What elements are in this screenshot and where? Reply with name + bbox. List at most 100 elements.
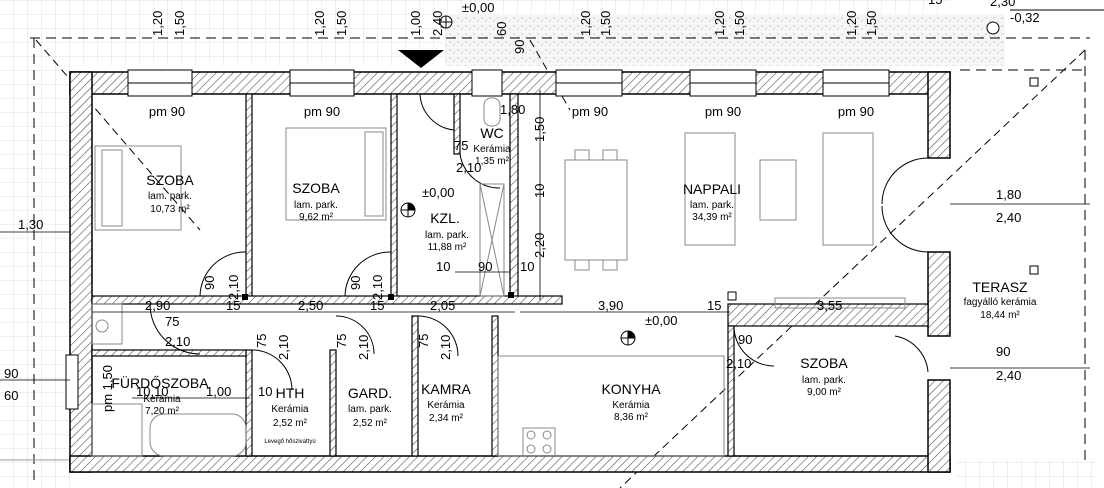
pm-label: pm 90: [838, 104, 874, 119]
svg-text:2,40: 2,40: [430, 11, 445, 36]
room-floor: lam. park.: [348, 404, 392, 415]
svg-text:10: 10: [258, 384, 272, 399]
svg-text:15: 15: [226, 298, 240, 313]
svg-text:2,10: 2,10: [165, 334, 190, 349]
pm-label: pm 90: [705, 104, 741, 119]
room-floor: Kerámia: [143, 394, 181, 405]
room-name: HTH: [276, 385, 305, 401]
svg-text:2,10: 2,10: [438, 335, 453, 360]
room-floor: Kerámia: [473, 144, 511, 155]
svg-text:10,10: 10,10: [136, 384, 169, 399]
room-name: KZL.: [430, 210, 460, 226]
svg-text:90: 90: [348, 276, 363, 290]
furniture: [91, 97, 906, 457]
svg-text:1,50: 1,50: [598, 11, 613, 36]
svg-text:75: 75: [165, 314, 179, 329]
level-top: ±0,00: [462, 0, 494, 15]
north-arrow-icon: [398, 50, 444, 68]
bed-2-icon: [285, 127, 387, 221]
level-ext: -0,32: [1010, 10, 1040, 25]
room-name: KONYHA: [601, 381, 661, 397]
svg-text:75: 75: [454, 138, 468, 153]
svg-text:90: 90: [512, 40, 527, 54]
room-name: GARD.: [348, 385, 392, 401]
svg-text:1,20: 1,20: [578, 11, 593, 36]
svg-text:60: 60: [494, 22, 509, 36]
svg-text:2,20: 2,20: [532, 233, 547, 258]
svg-text:1,00: 1,00: [206, 384, 231, 399]
stove-icon: [522, 427, 556, 457]
room-area: 8,36 m²: [614, 412, 649, 423]
windows: [65, 69, 890, 410]
svg-text:2,10: 2,10: [276, 335, 291, 360]
svg-text:2,10: 2,10: [370, 275, 385, 300]
svg-text:pm 1,50: pm 1,50: [100, 365, 115, 412]
room-floor: lam. park.: [802, 375, 846, 386]
svg-text:10: 10: [520, 259, 534, 274]
room-area: 9,62 m²: [299, 212, 334, 223]
svg-text:2,90: 2,90: [145, 298, 170, 313]
dim-top-right: 2,30: [990, 0, 1015, 9]
svg-text:1,20: 1,20: [312, 11, 327, 36]
svg-text:1,50: 1,50: [334, 11, 349, 36]
room-floor: lam. park.: [425, 230, 469, 241]
pm-label: pm 90: [304, 104, 340, 119]
dining-table-icon: [564, 159, 628, 261]
sofa-1-icon: [684, 132, 736, 246]
svg-text:90: 90: [202, 276, 217, 290]
svg-text:1,50: 1,50: [864, 11, 879, 36]
svg-text:90: 90: [478, 259, 492, 274]
room-area: 10,73 m²: [150, 204, 190, 215]
svg-text:2,40: 2,40: [996, 210, 1021, 225]
svg-text:2,10: 2,10: [226, 275, 241, 300]
pm-label: pm 90: [149, 104, 185, 119]
room-name: SZOBA: [800, 355, 848, 371]
svg-text:75: 75: [334, 334, 349, 348]
dim-top-right2: 15: [928, 0, 942, 7]
room-floor: Kerámia: [612, 400, 650, 411]
room-area: 18,44 m²: [980, 310, 1020, 321]
svg-text:2,05: 2,05: [430, 298, 455, 313]
level-center: ±0,00: [645, 313, 677, 328]
room-area: 34,39 m²: [692, 212, 732, 223]
svg-text:1,80: 1,80: [996, 187, 1021, 202]
room-area: 1,35 m²: [475, 156, 510, 167]
svg-text:2,40: 2,40: [996, 368, 1021, 383]
room-labels: SZOBA lam. park. 10,73 m² SZOBA lam. par…: [111, 125, 1036, 429]
pm-label: pm 90: [572, 104, 608, 119]
room-area: 11,88 m²: [428, 242, 467, 253]
svg-text:10: 10: [436, 259, 450, 274]
svg-text:90: 90: [4, 366, 18, 381]
top-dimensions: 1,20 1,50 1,20 1,50 1,00 2,40 60 1,20 1,…: [150, 11, 879, 36]
svg-text:75: 75: [254, 334, 269, 348]
room-name: SZOBA: [292, 180, 340, 196]
svg-text:60: 60: [4, 388, 18, 403]
heat-pump-label: Levegő hőszivattyú: [264, 439, 315, 445]
room-floor: lam. park.: [690, 200, 734, 211]
svg-text:2,50: 2,50: [298, 298, 323, 313]
svg-text:1,80: 1,80: [500, 102, 525, 117]
toilet-icon: [483, 97, 501, 127]
svg-text:1,20: 1,20: [844, 11, 859, 36]
svg-text:1,30: 1,30: [18, 217, 43, 232]
level-hall: ±0,00: [422, 185, 454, 200]
svg-text:1,50: 1,50: [172, 11, 187, 36]
svg-text:3,55: 3,55: [817, 298, 842, 313]
sofa-2-icon: [822, 132, 874, 246]
svg-text:1,20: 1,20: [150, 11, 165, 36]
room-area: 2,52 m²: [273, 418, 308, 429]
level-markers: [242, 15, 1039, 346]
room-floor: lam. park.: [148, 191, 192, 202]
svg-text:10: 10: [532, 184, 547, 198]
svg-text:3,90: 3,90: [598, 298, 623, 313]
room-name: SZOBA: [146, 172, 194, 188]
svg-text:75: 75: [416, 334, 431, 348]
room-name: NAPPALI: [683, 181, 741, 197]
svg-text:1,50: 1,50: [732, 11, 747, 36]
svg-text:2,10: 2,10: [456, 160, 481, 175]
annotation-texts: pm 90 pm 90 pm 90 pm 90 pm 90 ±0,00 ±0,0…: [149, 0, 1040, 445]
svg-text:2,10: 2,10: [356, 335, 371, 360]
room-area: 9,00 m²: [807, 387, 842, 398]
room-floor: fagyálló kerámia: [964, 297, 1037, 308]
